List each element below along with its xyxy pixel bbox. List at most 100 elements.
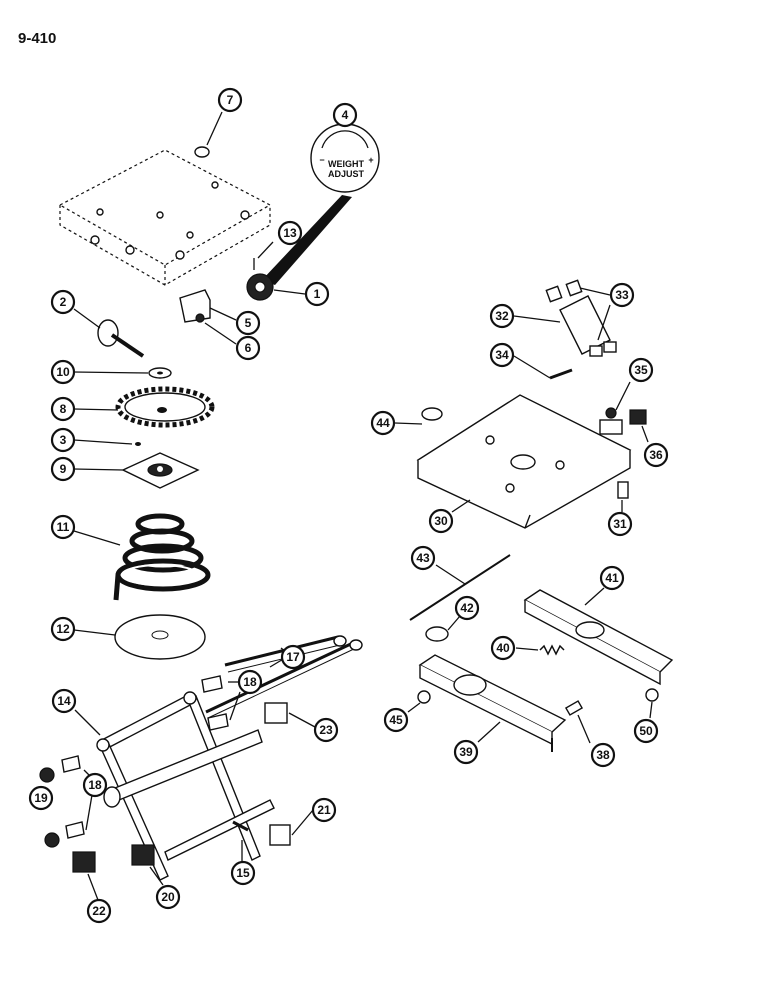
callout-1: 1 — [304, 281, 330, 307]
callout-33: 33 — [609, 282, 635, 308]
callout-15: 15 — [230, 860, 256, 886]
svg-text:34: 34 — [495, 348, 509, 362]
svg-text:38: 38 — [596, 748, 610, 762]
button-44 — [394, 407, 443, 425]
pin-31 — [617, 481, 629, 512]
gear-8 — [73, 386, 215, 428]
svg-text:8: 8 — [60, 402, 67, 416]
knob-1 — [246, 241, 306, 301]
bracket-5 — [179, 289, 237, 345]
nut-7 — [194, 111, 223, 158]
callout-43: 43 — [410, 545, 436, 571]
callout-22: 22 — [86, 898, 112, 924]
spring-11 — [73, 513, 211, 601]
callout-12: 12 — [50, 616, 76, 642]
cap-42 — [425, 615, 461, 642]
washer-10 — [73, 367, 172, 379]
svg-text:2: 2 — [60, 295, 67, 309]
pin-38 — [564, 700, 591, 744]
callout-5: 5 — [235, 310, 261, 336]
pin-3 — [73, 439, 141, 446]
svg-text:33: 33 — [615, 288, 629, 302]
svg-text:30: 30 — [434, 514, 448, 528]
shock-absorber-32 — [513, 279, 617, 357]
spring-40 — [515, 644, 565, 656]
svg-text:5: 5 — [245, 316, 252, 330]
callout-11: 11 — [50, 514, 76, 540]
bushings-18 — [61, 675, 241, 839]
callout-40: 40 — [490, 635, 516, 661]
callout-21: 21 — [311, 797, 337, 823]
callout-42: 42 — [454, 595, 480, 621]
callout-36: 36 — [643, 442, 669, 468]
bolt-34 — [513, 355, 573, 380]
weight-adjust-dial: WEIGHT ADJUST − + — [262, 123, 380, 285]
seat-plate — [58, 149, 272, 286]
svg-text:17: 17 — [286, 650, 300, 664]
rail-41 — [523, 587, 674, 686]
callout-6: 6 — [235, 335, 261, 361]
callout-45: 45 — [383, 707, 409, 733]
rail-39 — [418, 654, 567, 752]
callout-9: 9 — [50, 456, 76, 482]
shaft-2 — [73, 308, 145, 358]
callout-31: 31 — [607, 511, 633, 537]
scissor-frame-14 — [74, 635, 363, 881]
callout-18-lower: 18 — [82, 772, 108, 798]
svg-text:1: 1 — [314, 287, 321, 301]
callout-38: 38 — [590, 742, 616, 768]
svg-text:43: 43 — [416, 551, 430, 565]
nut-50 — [645, 688, 659, 719]
dial-label-adjust: ADJUST — [328, 169, 365, 179]
nut-45 — [407, 690, 431, 713]
callout-18-upper: 18 — [237, 669, 263, 695]
callout-39: 39 — [453, 739, 479, 765]
svg-text:4: 4 — [342, 108, 349, 122]
svg-text:23: 23 — [319, 723, 333, 737]
callout-3: 3 — [50, 427, 76, 453]
callout-20: 20 — [155, 884, 181, 910]
nuts-35-36 — [605, 381, 649, 443]
base-pan-30 — [416, 394, 632, 529]
dial-minus: − — [319, 155, 324, 165]
callout-23: 23 — [313, 717, 339, 743]
dial-label-weight: WEIGHT — [328, 159, 364, 169]
svg-text:19: 19 — [34, 791, 48, 805]
svg-text:21: 21 — [317, 803, 331, 817]
svg-text:40: 40 — [496, 641, 510, 655]
svg-text:14: 14 — [57, 694, 71, 708]
callout-44: 44 — [370, 410, 396, 436]
nuts-19 — [39, 767, 60, 848]
callout-19: 19 — [28, 785, 54, 811]
svg-text:31: 31 — [613, 517, 627, 531]
svg-text:6: 6 — [245, 341, 252, 355]
callout-7: 7 — [217, 87, 243, 113]
disc-12 — [73, 614, 206, 660]
callout-17: 17 — [280, 644, 306, 670]
svg-text:45: 45 — [389, 713, 403, 727]
rod-43 — [409, 554, 511, 621]
svg-text:18: 18 — [243, 675, 257, 689]
callout-10: 10 — [50, 359, 76, 385]
callout-41: 41 — [599, 565, 625, 591]
svg-text:10: 10 — [56, 365, 70, 379]
callout-30: 30 — [428, 508, 454, 534]
callout-8: 8 — [50, 396, 76, 422]
callout-4: 4 — [332, 102, 358, 128]
svg-text:22: 22 — [92, 904, 106, 918]
svg-text:18: 18 — [88, 778, 102, 792]
svg-text:13: 13 — [283, 226, 297, 240]
svg-text:50: 50 — [639, 724, 653, 738]
svg-text:44: 44 — [376, 416, 390, 430]
page-number: 9-410 — [18, 30, 57, 47]
callout-13: 13 — [277, 220, 303, 246]
svg-text:20: 20 — [161, 890, 175, 904]
svg-text:7: 7 — [227, 93, 234, 107]
callout-50: 50 — [633, 718, 659, 744]
svg-text:15: 15 — [236, 866, 250, 880]
plate-9 — [73, 452, 200, 489]
svg-text:3: 3 — [60, 433, 67, 447]
svg-text:36: 36 — [649, 448, 663, 462]
callout-14: 14 — [51, 688, 77, 714]
